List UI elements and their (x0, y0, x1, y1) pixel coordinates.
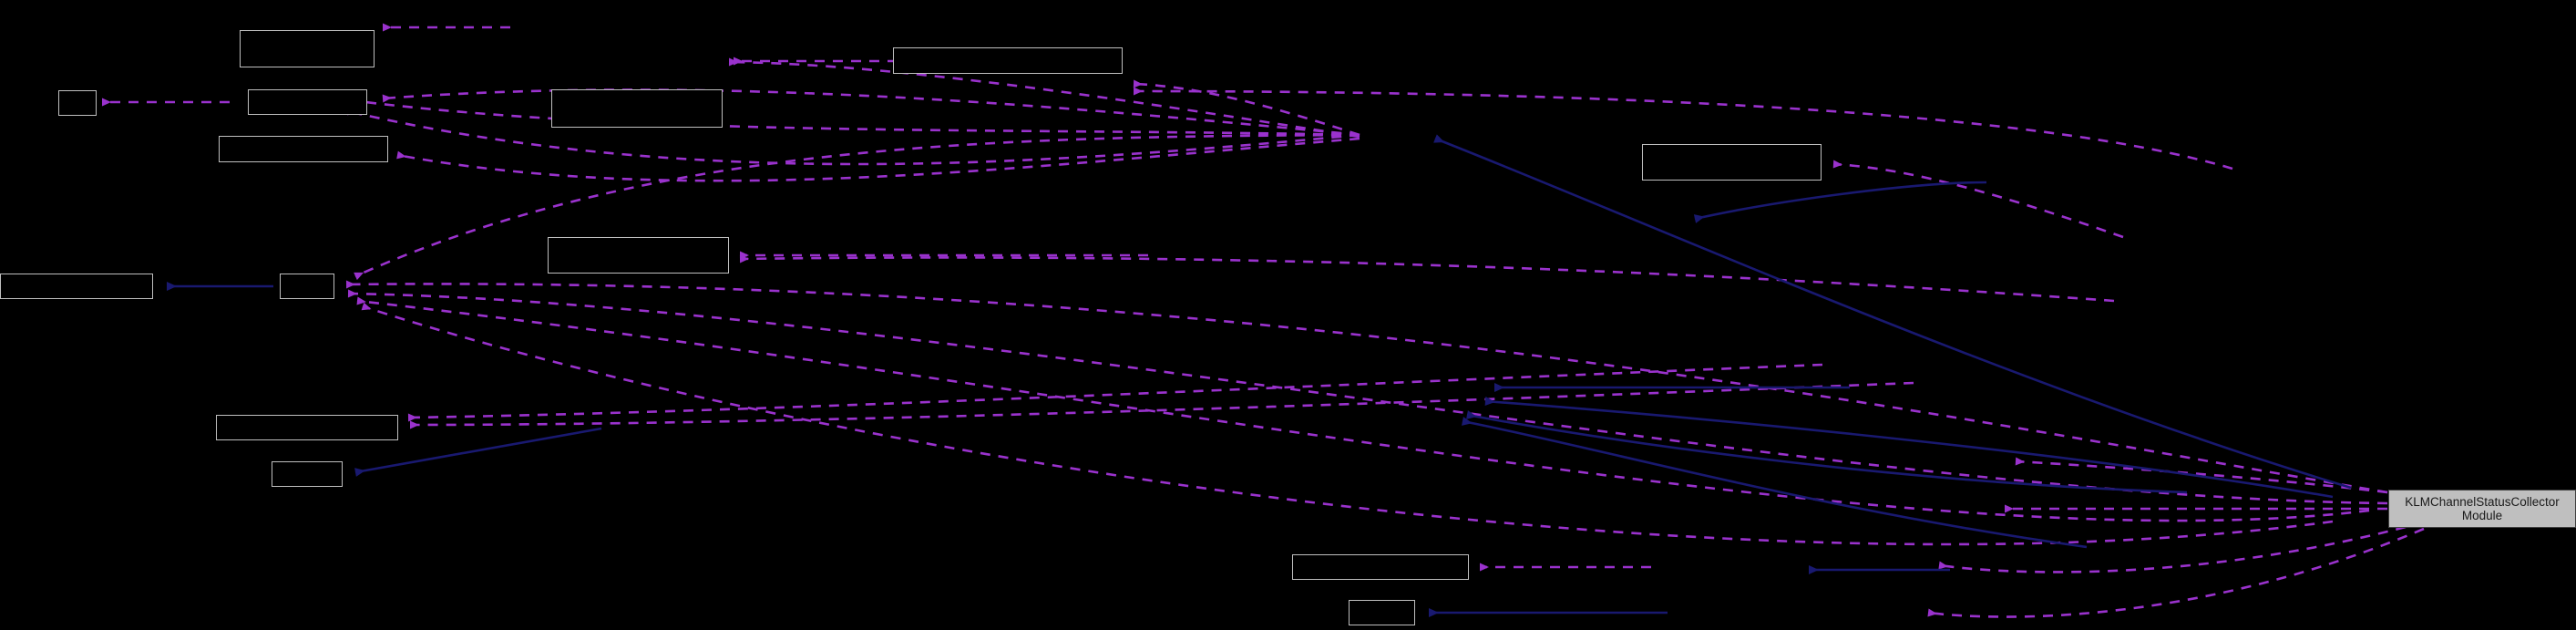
edge-usage-n10 (1832, 160, 2124, 239)
edge-usage-n4 (396, 137, 1360, 182)
edge-inherit-hub-f (1462, 417, 2088, 549)
edge-usage-n5b (728, 57, 1360, 139)
graph-node[interactable] (280, 274, 334, 299)
graph-node[interactable] (1349, 600, 1415, 625)
edge-inherit-n12 (354, 427, 602, 477)
usage-edges (102, 23, 2425, 618)
edge-usage-n9-a (350, 96, 1360, 137)
graph-node[interactable] (1642, 144, 1822, 181)
edge-usage-n9-d (345, 280, 2388, 494)
edge-usage-n9-g (361, 302, 2334, 546)
edge-inherit-hub-b (1693, 181, 1987, 223)
edge-usage-n9-f (356, 296, 2370, 522)
edge-inherit-hub-d (1484, 397, 2334, 499)
edge-usage-n6 (1133, 79, 1360, 137)
graph-node[interactable] (0, 274, 153, 299)
edge-usage-n3 (382, 88, 1360, 137)
edge-usage-n11b (407, 363, 1823, 422)
inheritance-edges (167, 134, 2352, 617)
edge-usage-n9-c (354, 133, 1360, 281)
graph-node[interactable] (272, 461, 343, 487)
edge-usage-n6b (1133, 87, 2233, 170)
edge-inherit-hub-a (1433, 134, 2352, 490)
graph-node[interactable] (1292, 554, 1469, 580)
graph-node[interactable] (551, 89, 723, 128)
edge-usage-n7b (739, 254, 2115, 303)
graph-node[interactable] (216, 415, 398, 440)
graph-node[interactable] (893, 47, 1123, 74)
edge-usage-right-c (1938, 525, 2407, 573)
graph-node-focus[interactable]: KLMChannelStatusCollector Module (2388, 490, 2576, 528)
edge-usage-n9-e (347, 289, 2388, 505)
graph-node[interactable] (219, 136, 388, 162)
graph-node[interactable] (248, 89, 367, 115)
edge-inherit-hub-e (1466, 410, 2188, 494)
edge-usage-right-d (1927, 527, 2425, 618)
graph-node[interactable] (58, 90, 97, 116)
edge-usage-n9-b (346, 107, 1360, 166)
graph-node[interactable] (548, 237, 729, 274)
edge-usage-n11 (409, 381, 1914, 429)
graph-node[interactable] (240, 30, 375, 67)
